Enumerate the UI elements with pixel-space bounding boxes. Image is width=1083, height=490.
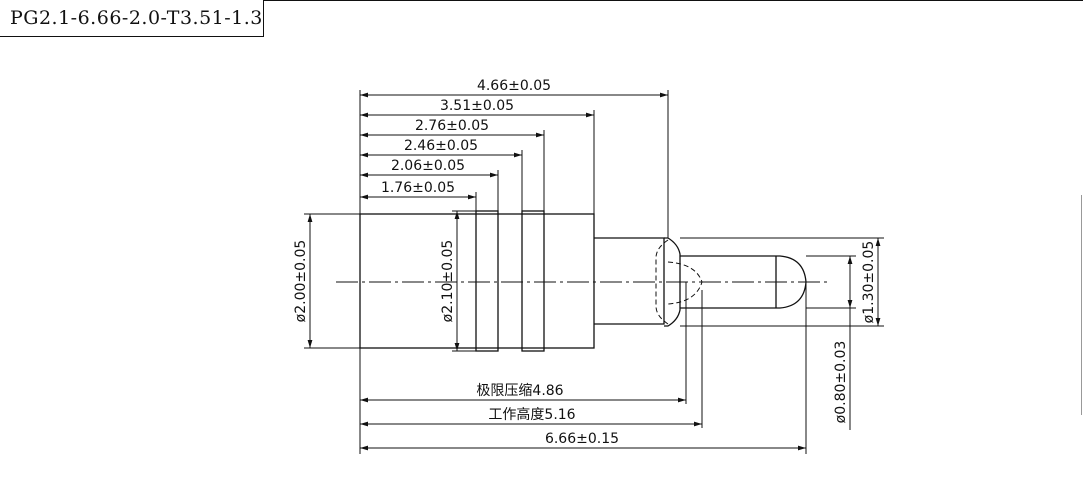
extension-lines: [304, 90, 884, 454]
label-limit-compression: 极限压缩4.86: [476, 383, 563, 399]
dim-limit-compression: 极限压缩4.86: [360, 383, 686, 403]
label-working-height: 工作高度5.16: [488, 406, 575, 423]
dim-dia-0-80: ø0.80±0.03: [833, 256, 853, 430]
dim-2-76: 2.76±0.05: [360, 118, 544, 138]
label-2-06: 2.06±0.05: [391, 158, 465, 174]
dim-dia-2-10: ø2.10±0.05: [440, 211, 460, 351]
border-rule-top: [264, 0, 1083, 1]
barrel: [359, 213, 595, 349]
dim-working-height: 工作高度5.16: [360, 406, 702, 427]
label-dia-0-80: ø0.80±0.03: [833, 341, 849, 424]
collar-rings: [475, 210, 545, 352]
label-2-76: 2.76±0.05: [415, 118, 489, 134]
neck-tail: [594, 237, 665, 325]
dim-total-length: 6.66±0.15: [360, 431, 806, 451]
dim-2-06: 2.06±0.05: [360, 158, 498, 178]
drawing-title: PG2.1-6.66-2.0-T3.51-1.3: [0, 0, 264, 37]
dim-dia-2-00: ø2.00±0.05: [293, 214, 313, 348]
label-dia-2-10: ø2.10±0.05: [440, 240, 456, 323]
label-1-76: 1.76±0.05: [381, 180, 455, 196]
dim-2-46: 2.46±0.05: [360, 138, 522, 158]
label-dia-1-30: ø1.30±0.05: [861, 241, 877, 324]
label-3-51: 3.51±0.05: [440, 98, 514, 114]
label-4-66: 4.66±0.05: [477, 78, 551, 94]
dim-1-76: 1.76±0.05: [360, 180, 476, 200]
label-2-46: 2.46±0.05: [404, 138, 478, 154]
dim-4-66: 4.66±0.05: [360, 78, 668, 98]
border-rule-right: [1081, 195, 1082, 415]
dim-3-51: 3.51±0.05: [360, 98, 594, 118]
label-total-length: 6.66±0.15: [545, 431, 619, 447]
label-dia-2-00: ø2.00±0.05: [293, 240, 309, 323]
dim-dia-1-30: ø1.30±0.05: [861, 238, 881, 326]
